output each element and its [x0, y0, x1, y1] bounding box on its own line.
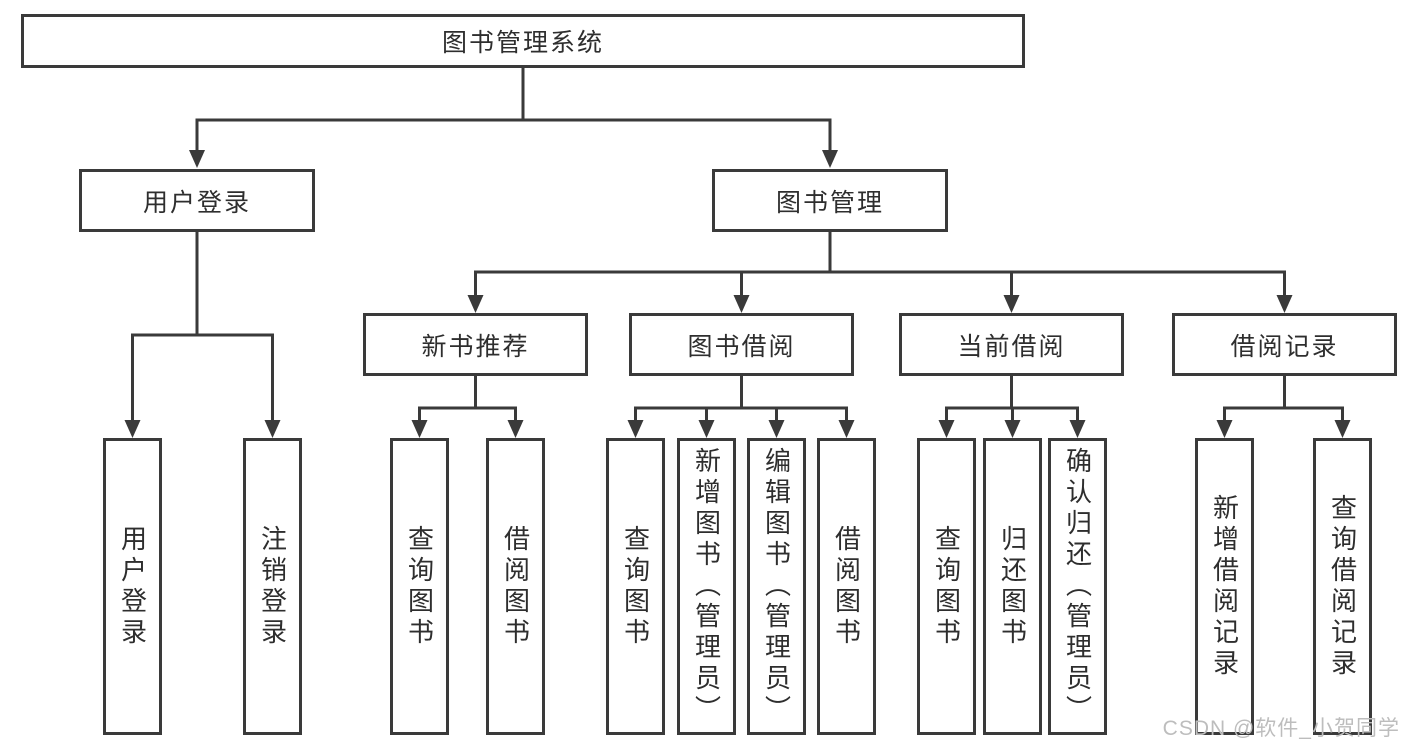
node-new-book-recommendation-label: 新书推荐 — [421, 332, 530, 361]
leaf-confirm-return-admin-label: 确认归还（管理员） — [1062, 447, 1093, 726]
leaf-query-borrow-record-label: 查询借阅记录 — [1327, 493, 1358, 680]
leaf-user-login-label: 用户登录 — [117, 524, 148, 649]
leaf-return-books: 归还图书 — [983, 438, 1042, 735]
node-current-borrowing-label: 当前借阅 — [957, 332, 1066, 361]
node-user-login-module-label: 用户登录 — [142, 188, 251, 217]
leaf-query-books-recommendation: 查询图书 — [390, 438, 449, 735]
leaf-borrow-books-borrowing: 借阅图书 — [817, 438, 876, 735]
leaf-query-books-borrowing: 查询图书 — [606, 438, 665, 735]
leaf-borrow-books-recommendation-label: 借阅图书 — [500, 524, 531, 649]
leaf-query-books-borrowing-label: 查询图书 — [620, 524, 651, 649]
node-book-borrowing: 图书借阅 — [629, 313, 854, 376]
leaf-query-books-recommendation-label: 查询图书 — [404, 524, 435, 649]
leaf-add-borrow-record-label: 新增借阅记录 — [1209, 493, 1240, 680]
leaf-return-books-label: 归还图书 — [997, 524, 1028, 649]
leaf-add-books-admin: 新增图书（管理员） — [677, 438, 736, 735]
leaf-query-borrow-record: 查询借阅记录 — [1313, 438, 1372, 735]
node-book-borrowing-label: 图书借阅 — [687, 332, 796, 361]
node-library-management-system-label: 图书管理系统 — [441, 29, 604, 57]
node-borrowing-records: 借阅记录 — [1172, 313, 1397, 376]
leaf-logout-login-label: 注销登录 — [257, 524, 288, 649]
node-current-borrowing: 当前借阅 — [899, 313, 1124, 376]
leaf-borrow-books-recommendation: 借阅图书 — [486, 438, 545, 735]
watermark: CSDN @软件_小贺同学 — [1162, 717, 1400, 740]
leaf-add-borrow-record: 新增借阅记录 — [1195, 438, 1254, 735]
leaf-logout-login: 注销登录 — [243, 438, 302, 735]
leaf-user-login: 用户登录 — [103, 438, 162, 735]
node-book-management-module-label: 图书管理 — [775, 188, 884, 217]
leaf-confirm-return-admin: 确认归还（管理员） — [1048, 438, 1107, 735]
node-book-management-module: 图书管理 — [712, 169, 948, 232]
leaf-borrow-books-borrowing-label: 借阅图书 — [831, 524, 862, 649]
node-library-management-system: 图书管理系统 — [21, 14, 1025, 68]
node-borrowing-records-label: 借阅记录 — [1230, 332, 1339, 361]
node-user-login-module: 用户登录 — [79, 169, 315, 232]
leaf-add-books-admin-label: 新增图书（管理员） — [691, 447, 722, 726]
leaf-edit-books-admin: 编辑图书（管理员） — [747, 438, 806, 735]
leaf-query-books-current-label: 查询图书 — [931, 524, 962, 649]
leaf-query-books-current: 查询图书 — [917, 438, 976, 735]
node-new-book-recommendation: 新书推荐 — [363, 313, 588, 376]
leaf-edit-books-admin-label: 编辑图书（管理员） — [761, 447, 792, 726]
